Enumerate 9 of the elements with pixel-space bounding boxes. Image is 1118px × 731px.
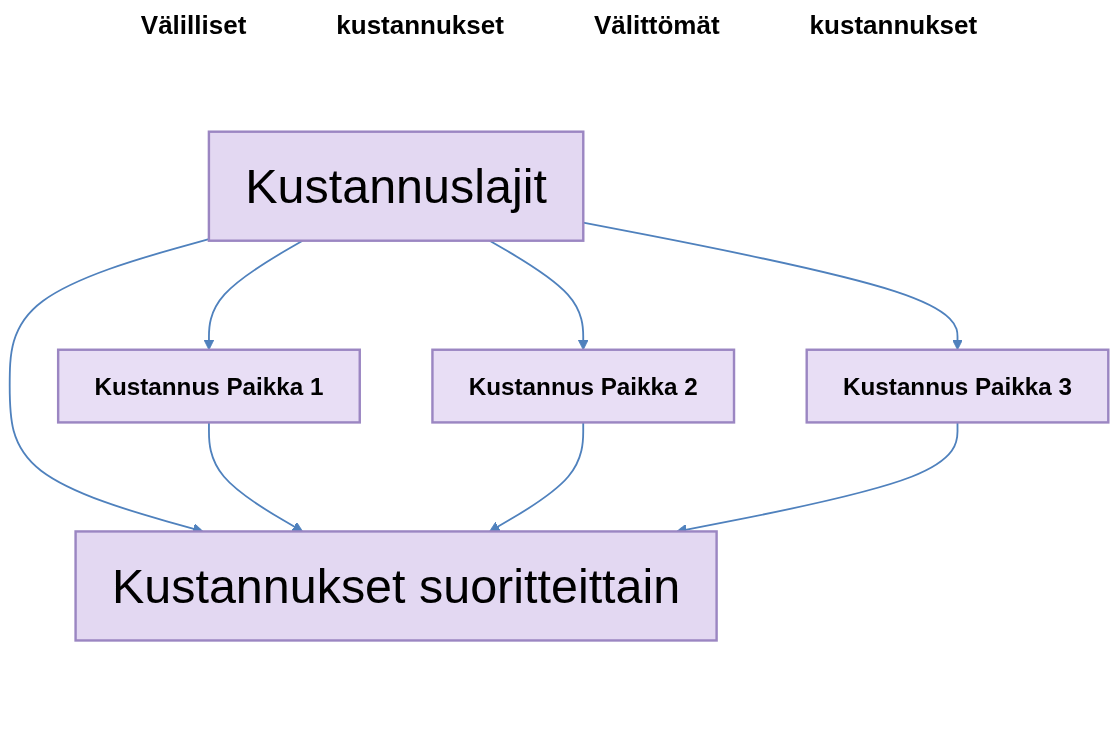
annotation-text: Välilliset xyxy=(140,10,247,41)
annotation-text: kustannukset xyxy=(336,10,504,41)
node-box: Kustannus Paikka 3 xyxy=(805,348,1110,424)
node-box: Kustannus Paikka 2 xyxy=(431,348,736,424)
node-box: Kustannuslajit xyxy=(207,130,585,242)
node-box: Kustannukset suoritteittain xyxy=(74,530,718,642)
annotation-text: kustannukset xyxy=(809,10,978,41)
node-box: Kustannus Paikka 1 xyxy=(56,348,361,424)
annotation-text: Välittömät xyxy=(593,10,720,41)
